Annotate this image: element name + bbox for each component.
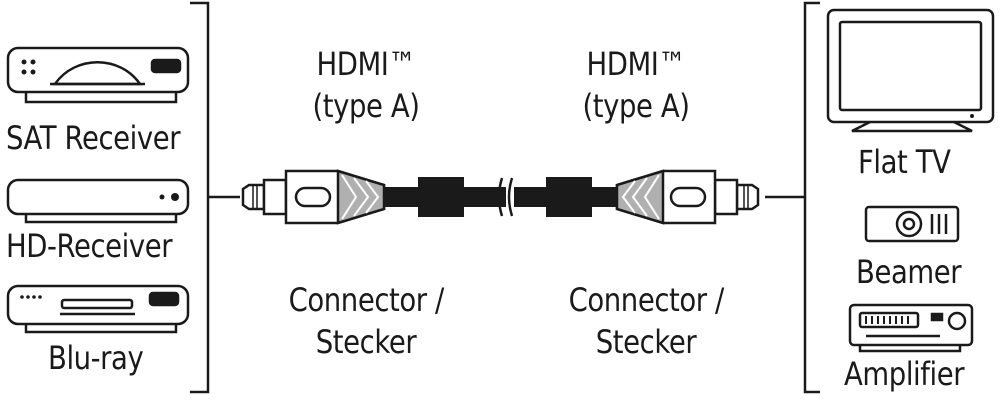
left-connector-caption-line2: Stecker	[315, 323, 417, 361]
left-connector-caption-line1: Connector /	[288, 281, 445, 319]
right-connector-type-line1: HDMI™	[586, 45, 686, 83]
sat-receiver-icon	[6, 46, 190, 104]
left-hdmi-plug	[241, 169, 386, 225]
bluray-player-icon	[6, 284, 190, 334]
flat-tv-label: Flat TV	[858, 143, 951, 181]
beamer-label: Beamer	[856, 253, 962, 291]
amplifier-icon	[848, 303, 974, 353]
flat-tv-icon	[826, 8, 995, 133]
bluray-label: Blu-ray	[48, 339, 144, 377]
right-connector-caption-line2: Stecker	[595, 323, 697, 361]
target-group-bracket	[803, 1, 820, 394]
left-connector-type-line2: (type A)	[312, 87, 420, 125]
left-connector-type-line1: HDMI™	[316, 45, 416, 83]
beamer-icon	[864, 205, 960, 243]
right-connector-caption-line1: Connector /	[568, 281, 725, 319]
hdmi-cable	[378, 177, 636, 217]
amplifier-label: Amplifier	[844, 355, 965, 393]
hd-receiver-icon	[6, 178, 190, 224]
hd-receiver-label: HD-Receiver	[6, 227, 173, 265]
right-hdmi-plug	[615, 169, 760, 225]
sat-receiver-label: SAT Receiver	[6, 119, 181, 157]
source-group-bracket	[190, 1, 210, 394]
right-connector-type-line2: (type A)	[582, 87, 690, 125]
